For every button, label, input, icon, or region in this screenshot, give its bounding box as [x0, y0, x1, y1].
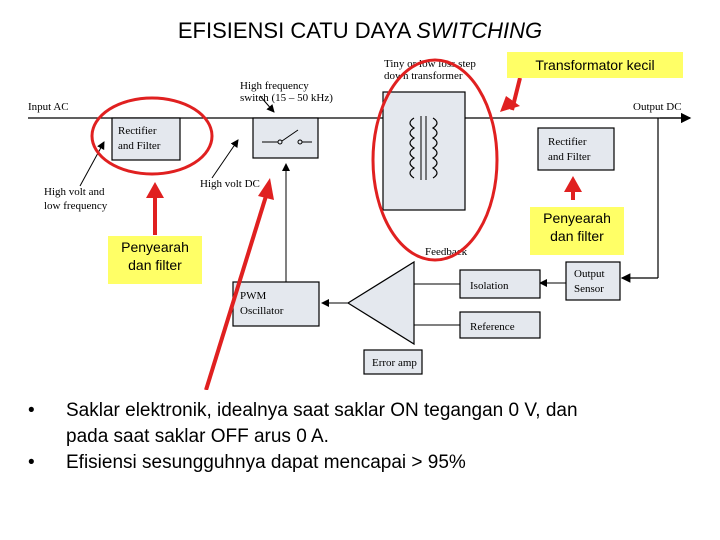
reference-block — [459, 311, 541, 339]
transformer-block — [382, 91, 466, 211]
bullet-marker: • — [28, 400, 35, 421]
output-sensor-label: Output — [574, 268, 605, 280]
output-sensor-sublabel: Sensor — [574, 283, 604, 295]
error-amp-block — [363, 349, 423, 375]
output-sensor-block — [565, 261, 621, 301]
hf-switch-label: High frequency — [240, 80, 309, 92]
bullet-marker: • — [28, 452, 35, 473]
isolation-block — [459, 269, 541, 299]
oscillator-label: Oscillator — [240, 305, 284, 317]
rectifier-block-2 — [537, 127, 615, 171]
pwm-block — [232, 281, 320, 327]
hf-switch-sublabel: switch (15 – 50 kHz) — [240, 92, 333, 104]
error-amp-label: Error amp — [372, 357, 417, 369]
rectifier-2-label: Rectifier — [548, 136, 587, 148]
bullet-item: • Saklar elektronik, idealnya saat sakla… — [28, 398, 708, 450]
low-frequency-label: low frequency — [44, 200, 108, 212]
transformer-label: Tiny or low loss step — [384, 58, 476, 70]
rectifier-2-sublabel: and Filter — [548, 151, 591, 163]
transformer-callout: Transformator kecil — [507, 52, 683, 78]
isolation-label: Isolation — [470, 280, 509, 292]
high-volt-label: High volt and — [44, 186, 105, 198]
block-diagram: Input AC Output DC Rectifier and Filter … — [28, 58, 692, 390]
input-ac-label: Input AC — [28, 101, 69, 113]
transformer-highlight-ellipse — [371, 58, 499, 262]
bullet-list: • Saklar elektronik, idealnya saat sakla… — [28, 398, 708, 476]
bullet-item: • Efisiensi sesungguhnya dapat mencapai … — [28, 450, 708, 476]
rectifier-highlight-ellipse — [90, 96, 214, 176]
page-title: EFISIENSI CATU DAYA SWITCHING — [177, 18, 543, 43]
rectifier-1-sublabel: and Filter — [118, 140, 161, 152]
reference-label: Reference — [470, 321, 515, 333]
error-amp-triangle — [346, 260, 415, 346]
output-dc-label: Output DC — [633, 101, 682, 113]
switch-red-arrow — [204, 195, 268, 390]
rectifier-block-1 — [111, 117, 181, 161]
rectifier-1-label: Rectifier — [118, 125, 157, 137]
high-volt-dc-label: High volt DC — [200, 178, 260, 190]
pwm-label: PWM — [240, 290, 267, 302]
